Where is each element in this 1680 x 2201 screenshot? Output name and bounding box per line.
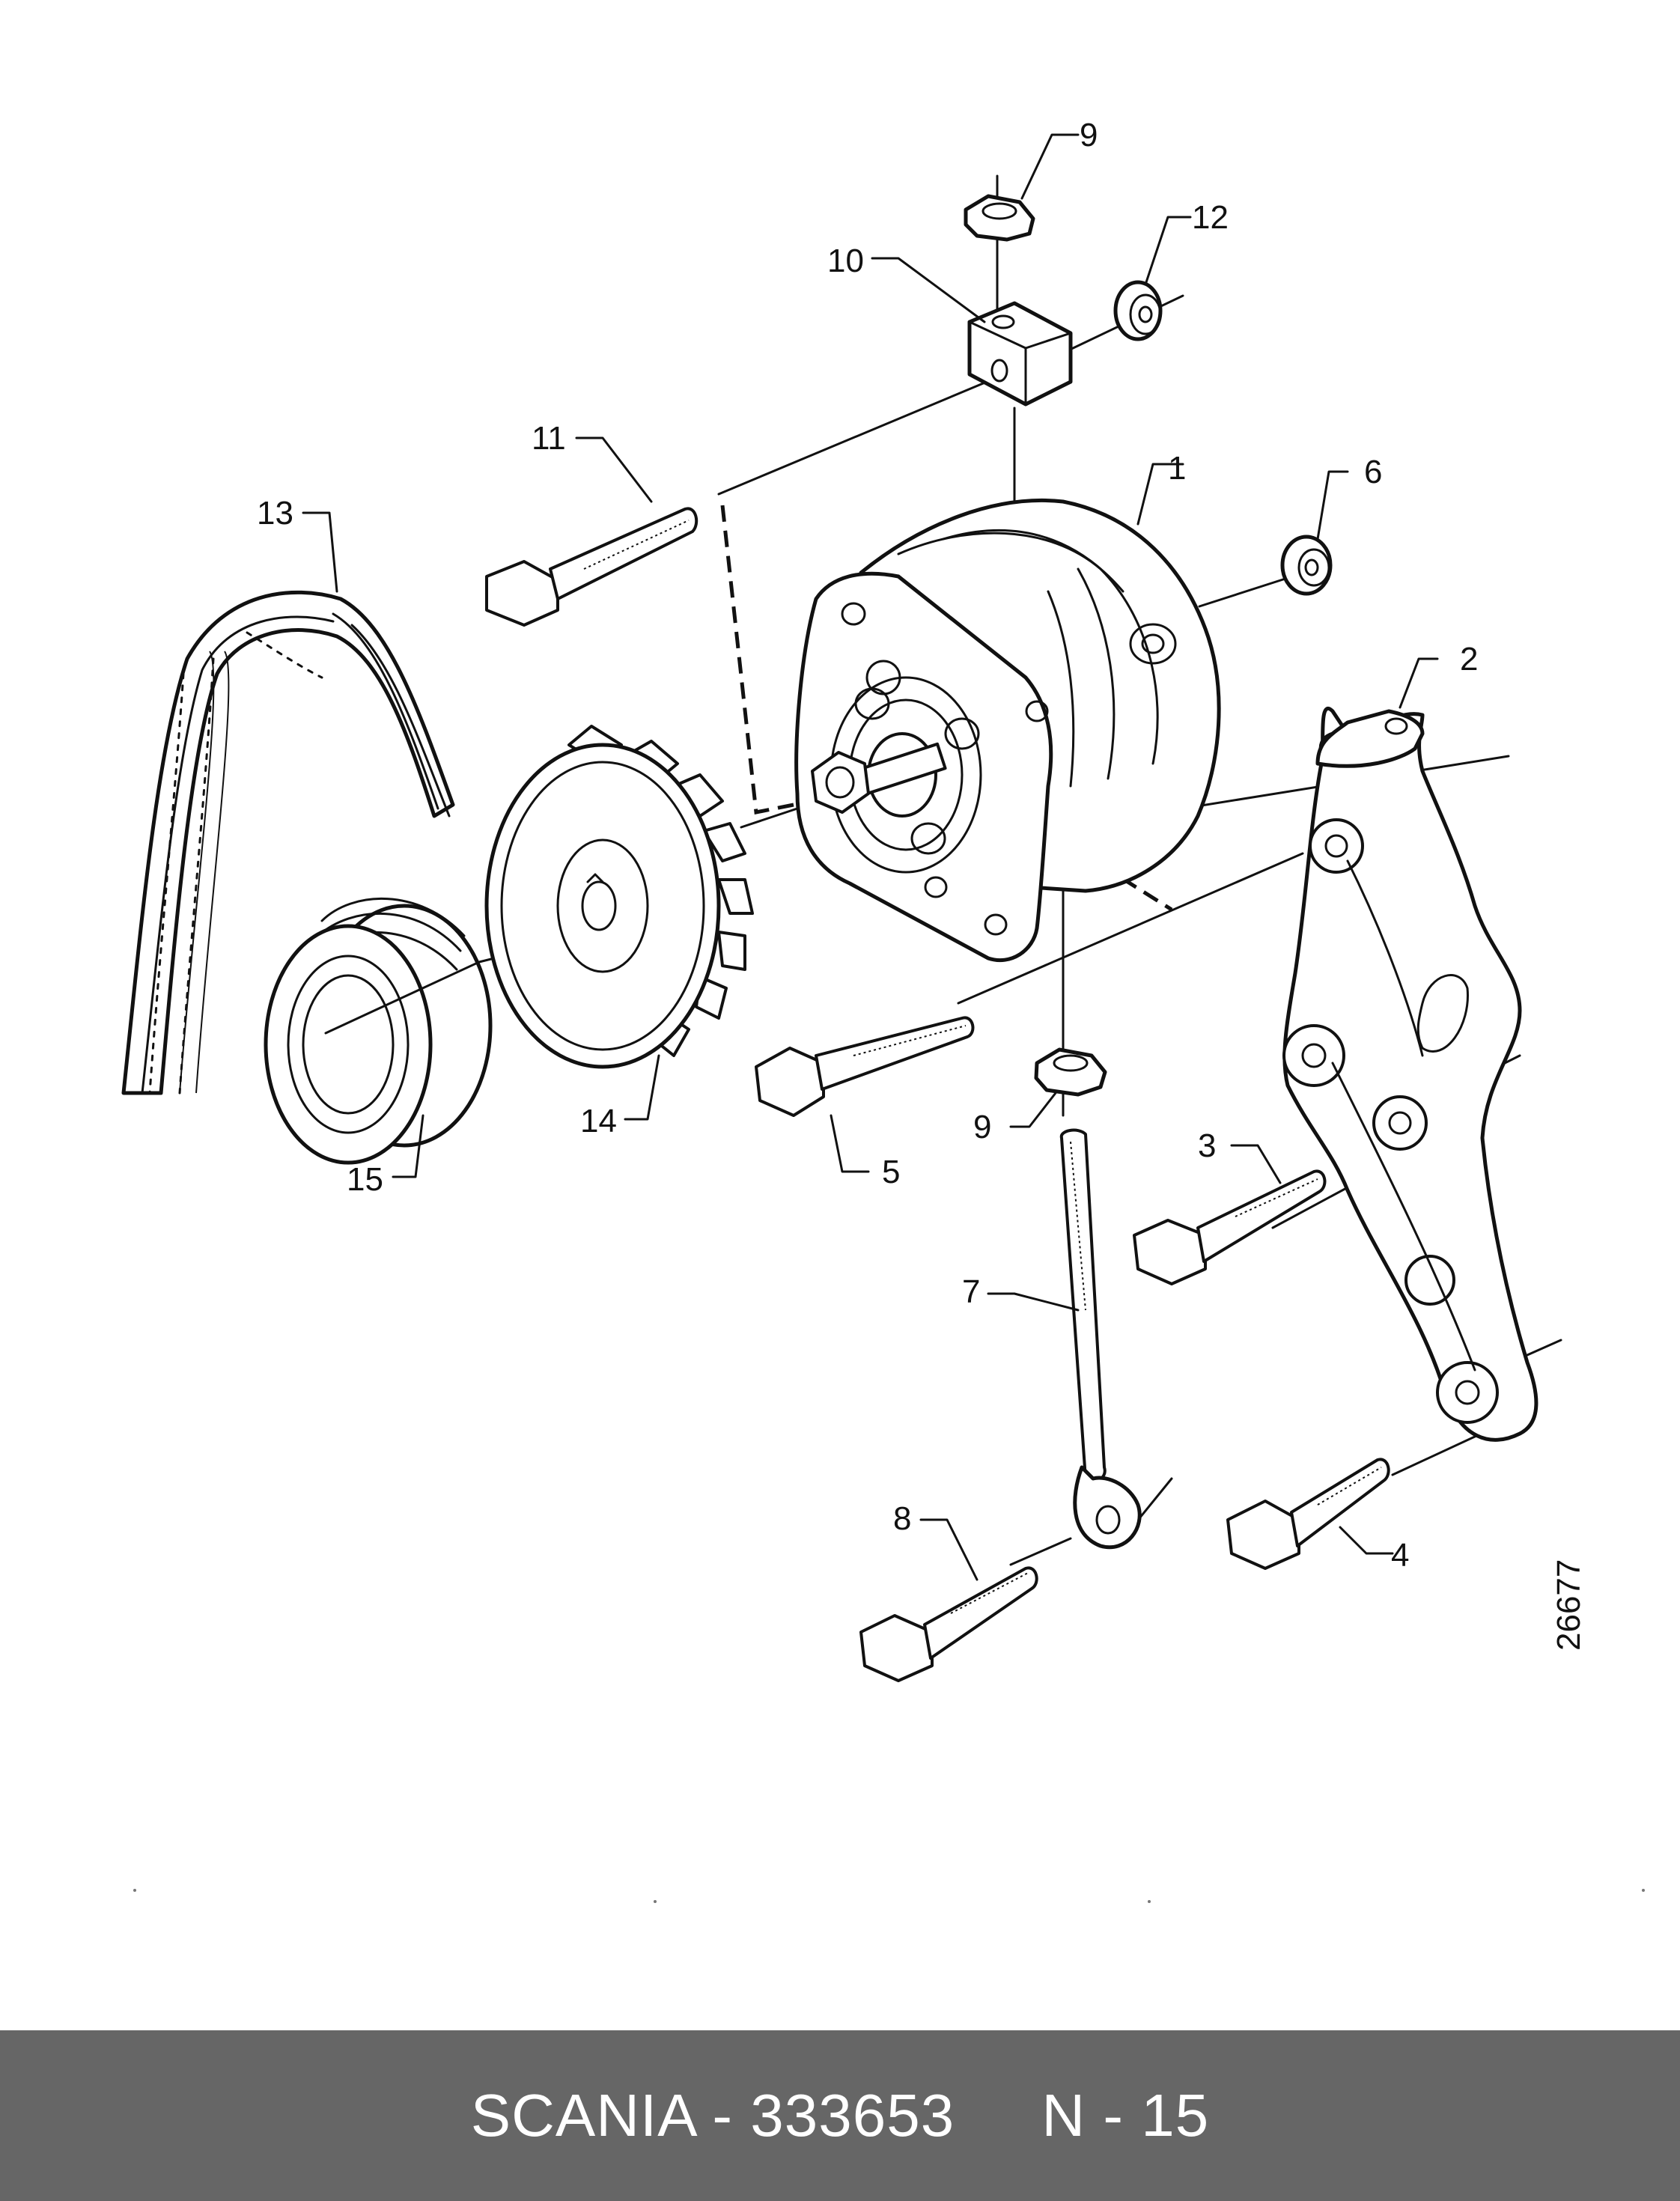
callout-14: 14 [580, 1103, 617, 1139]
callout-2: 2 [1460, 641, 1478, 678]
callout-10: 10 [827, 243, 864, 279]
belt [121, 590, 455, 1095]
callout-11: 11 [532, 420, 566, 457]
callout-8: 8 [893, 1500, 911, 1537]
callout-13: 13 [257, 495, 293, 532]
callout-7: 7 [962, 1273, 980, 1310]
block-10 [967, 301, 1073, 407]
nut-9-top [964, 194, 1035, 242]
alternator [794, 498, 1221, 963]
callout-12: 12 [1192, 199, 1229, 236]
nut-12 [1113, 280, 1163, 341]
drawing-reference-number: 26677 [1550, 1559, 1587, 1651]
scan-specks [133, 1889, 1645, 1903]
bolt-3 [1133, 1169, 1327, 1285]
footer-bar: SCANIA - 333653 N - 15 [0, 2030, 1680, 2201]
callout-3: 3 [1198, 1127, 1216, 1164]
footer-caption: SCANIA - 333653 N - 15 [471, 2081, 1210, 2150]
callout-1: 1 [1168, 450, 1186, 487]
rod-7 [1059, 1128, 1142, 1550]
callout-9-top: 9 [1080, 117, 1098, 153]
callout-leaders [302, 133, 1439, 1581]
footer-separator: - [712, 2082, 734, 2149]
nut-9-lower [1034, 1047, 1107, 1097]
footer-page-label: N - 15 [1041, 2082, 1210, 2149]
callout-4: 4 [1391, 1537, 1409, 1574]
parts-diagram: 1 2 3 4 5 6 7 8 9 9 10 11 12 13 14 15 26… [121, 117, 1645, 1903]
bolt-8 [859, 1566, 1038, 1682]
bolt-5 [755, 1016, 975, 1117]
footer-part-number: 333653 [750, 2082, 955, 2149]
fan-pulley [484, 725, 754, 1069]
bolt-4 [1226, 1458, 1390, 1570]
callout-9-lower: 9 [973, 1109, 991, 1145]
belt-teeth [148, 631, 323, 1095]
callout-6: 6 [1364, 454, 1382, 490]
crank-pulley [264, 898, 493, 1165]
bracket-2 [1282, 707, 1539, 1442]
callout-15: 15 [347, 1161, 383, 1198]
callout-labels: 1 2 3 4 5 6 7 8 9 9 10 11 12 13 14 15 [257, 117, 1478, 1574]
callout-5: 5 [882, 1154, 900, 1190]
nut-6 [1280, 535, 1333, 596]
footer-brand: SCANIA [470, 2082, 696, 2149]
bolt-11 [485, 507, 699, 627]
